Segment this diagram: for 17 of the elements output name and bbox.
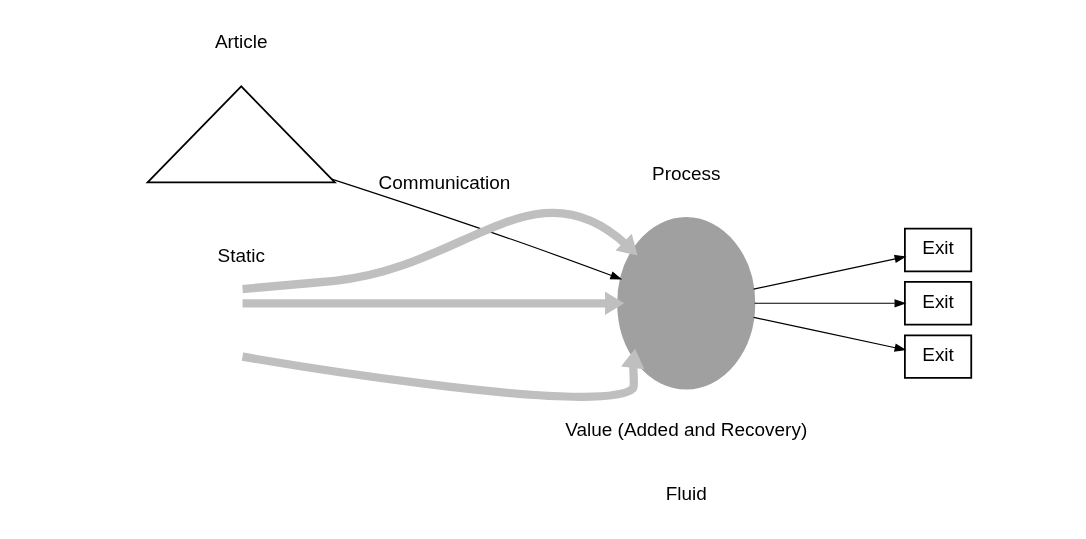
- node-label: Article: [214, 31, 268, 53]
- node-triangle: [145, 85, 337, 184]
- node-label: Static: [217, 244, 265, 266]
- arrow: [754, 299, 907, 308]
- arrow: [241, 348, 645, 401]
- arrow: [242, 291, 625, 316]
- arrow: [753, 254, 907, 290]
- edge-label: Communication: [378, 172, 511, 194]
- node-box: Exit: [904, 227, 973, 273]
- arrow: [753, 316, 907, 352]
- node-box: Exit: [904, 334, 973, 379]
- node-label: Fluid: [665, 482, 707, 504]
- node-box: Exit: [904, 281, 973, 326]
- arrow: [331, 178, 623, 280]
- node-label: Process: [652, 162, 721, 184]
- node-label: Value (Added and Recovery): [565, 418, 808, 440]
- arrow: [242, 208, 638, 294]
